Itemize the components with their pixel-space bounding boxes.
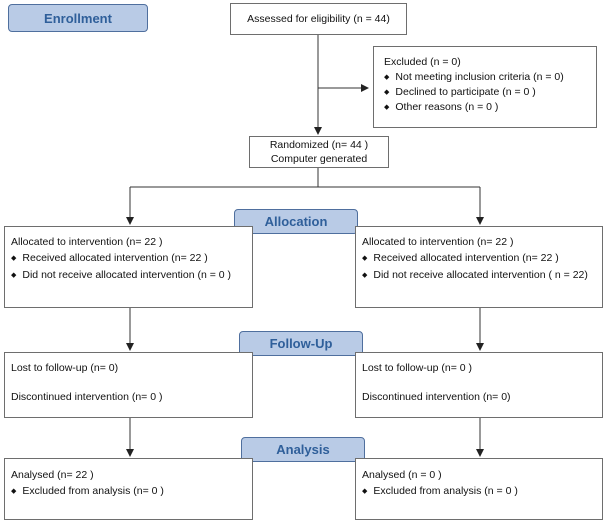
left-analysis-title: Analysed (n= 22 ) [11, 469, 94, 481]
left-followup-line2: Discontinued intervention (n= 0 ) [11, 391, 163, 403]
left-allocation-title: Allocated to intervention (n= 22 ) [11, 236, 163, 248]
assessed-box: Assessed for eligibility (n = 44) [230, 3, 407, 35]
excluded-title: Excluded (n = 0) [384, 56, 461, 68]
excluded-item: Other reasons (n = 0 ) [384, 100, 596, 115]
left-allocation-item: Did not receive allocated intervention (… [11, 267, 252, 284]
left-allocation-box: Allocated to intervention (n= 22 ) Recei… [4, 226, 253, 308]
right-followup-line2: Discontinued intervention (n= 0) [362, 391, 511, 403]
assessed-text: Assessed for eligibility (n = 44) [247, 12, 390, 25]
left-followup-line1: Lost to follow-up (n= 0) [11, 362, 119, 374]
stage-allocation: Allocation [234, 209, 358, 234]
left-followup-box: Lost to follow-up (n= 0) Discontinued in… [4, 352, 253, 418]
stage-analysis: Analysis [241, 437, 365, 462]
right-analysis-title: Analysed (n = 0 ) [362, 469, 442, 481]
randomized-line2: Computer generated [270, 153, 368, 165]
excluded-box: Excluded (n = 0) Not meeting inclusion c… [373, 46, 597, 128]
excluded-item: Declined to participate (n = 0 ) [384, 85, 596, 100]
right-followup-box: Lost to follow-up (n= 0 ) Discontinued i… [355, 352, 603, 418]
stage-enrollment: Enrollment [8, 4, 148, 32]
right-followup-line1: Lost to follow-up (n= 0 ) [362, 362, 473, 374]
right-analysis-box: Analysed (n = 0 ) Excluded from analysis… [355, 458, 603, 520]
right-allocation-item: Received allocated intervention (n= 22 ) [362, 250, 602, 267]
right-allocation-box: Allocated to intervention (n= 22 ) Recei… [355, 226, 603, 308]
right-allocation-title: Allocated to intervention (n= 22 ) [362, 236, 514, 248]
right-analysis-item: Excluded from analysis (n = 0 ) [362, 483, 602, 500]
left-analysis-box: Analysed (n= 22 ) Excluded from analysis… [4, 458, 253, 520]
randomized-line1: Randomized (n= 44 ) [269, 139, 369, 151]
right-allocation-item: Did not receive allocated intervention (… [362, 267, 602, 284]
stage-followup: Follow-Up [239, 331, 363, 356]
left-allocation-item: Received allocated intervention (n= 22 ) [11, 250, 252, 267]
randomized-box: Randomized (n= 44 ) Computer generated [249, 136, 389, 168]
excluded-item: Not meeting inclusion criteria (n = 0) [384, 70, 596, 85]
left-analysis-item: Excluded from analysis (n= 0 ) [11, 483, 252, 500]
